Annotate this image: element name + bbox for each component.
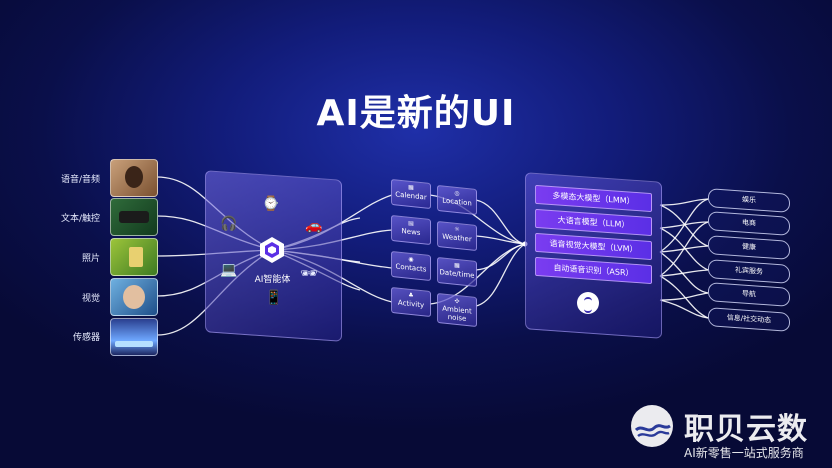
watermark-logo-icon [631, 405, 673, 447]
sensor-city-thumbnail [110, 318, 158, 356]
glasses-icon: 🕶 [300, 266, 318, 282]
context-card-ambient-noise: ✣ Ambient noise [437, 292, 477, 328]
input-label-sensor: 传感器 [72, 333, 100, 343]
car-icon: 🚗 [305, 218, 323, 234]
context-card-news: ▤ News [391, 214, 431, 246]
context-card-contacts: ◉ Contacts [391, 250, 431, 282]
phone-game-thumbnail [110, 198, 158, 236]
tablet-icon: 💻 [220, 262, 238, 278]
voice-photo-thumbnail [110, 159, 158, 197]
watermark-subtitle: AI新零售一站式服务商 [684, 446, 804, 460]
input-label-voice: 语音/音频 [60, 175, 100, 185]
input-label-photo: 照片 [81, 254, 100, 264]
context-card-location: ◎ Location [437, 184, 477, 216]
brand-logo-icon [577, 292, 599, 314]
phone-icon: 📱 [265, 290, 283, 306]
input-label-text: 文本/触控 [60, 214, 100, 224]
slide-title: AI是新的UI [316, 93, 516, 134]
photo-thumbnail [110, 238, 158, 276]
watch-icon: ⌚ [262, 196, 280, 212]
ai-agent-hexagon-icon [260, 237, 284, 263]
input-label-vision: 视觉 [81, 294, 100, 304]
ai-agent-label: AI智能体 [254, 275, 291, 285]
context-card-datetime: ▦ Date/time [437, 256, 477, 288]
headphones-icon: 🎧 [220, 216, 238, 232]
child-vision-thumbnail [110, 278, 158, 316]
context-card-calendar: ▦ Calendar [391, 178, 431, 210]
watermark-title: 职贝云数 [684, 412, 808, 447]
context-card-activity: ♣ Activity [391, 286, 431, 318]
context-card-weather: ☼ Weather [437, 220, 477, 252]
